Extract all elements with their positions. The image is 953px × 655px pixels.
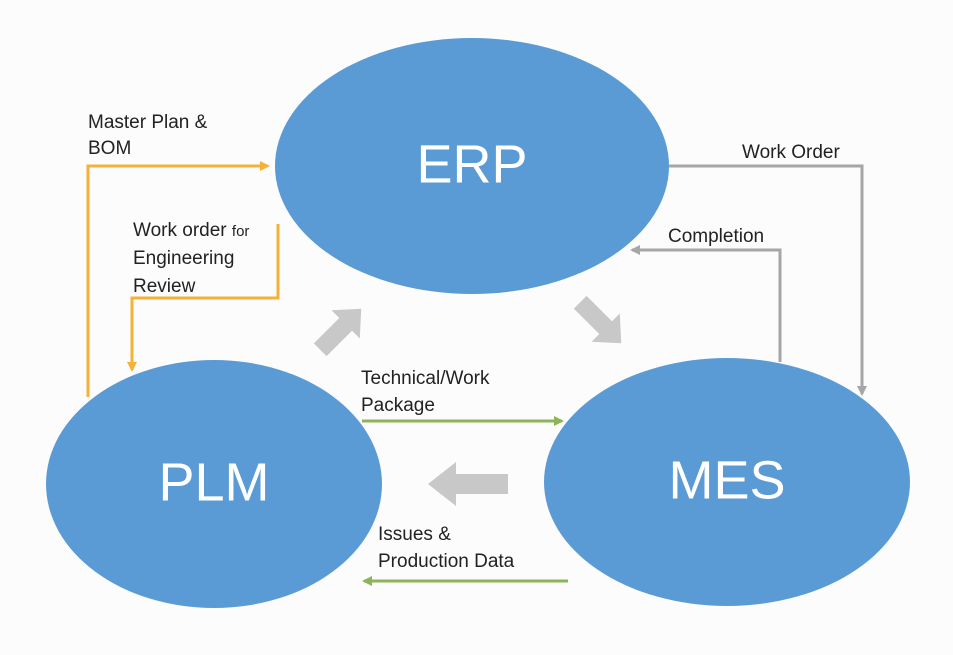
mes-label: MES: [668, 450, 785, 510]
work-order-review-label-line1: Work order for: [133, 220, 249, 241]
work-order-review-label-line2: Engineering: [133, 248, 234, 269]
block-arrow-plm-to-erp: [313, 308, 362, 357]
work-order-review-label-for: for: [232, 223, 250, 240]
erp-node: [275, 38, 669, 294]
work-order-review-connector: [127, 224, 280, 372]
erp-label: ERP: [416, 134, 527, 194]
master-plan-label-line2: BOM: [88, 138, 131, 159]
technical-package-label-line2: Package: [361, 395, 435, 416]
work-order-label: Work Order: [742, 142, 841, 163]
issues-data-label-line2: Production Data: [378, 551, 515, 572]
mes-node: [544, 358, 910, 606]
master-plan-label-line1: Master Plan &: [88, 112, 208, 133]
master-plan-connector: [86, 161, 270, 397]
issues-data-label-line1: Issues &: [378, 524, 451, 545]
plm-label: PLM: [158, 452, 269, 512]
technical-package-label-line1: Technical/Work: [361, 368, 490, 389]
work-order-connector: [669, 164, 867, 396]
completion-connector: [630, 245, 782, 362]
work-order-review-label-line3: Review: [133, 276, 196, 297]
block-arrow-mes-to-plm: [428, 462, 508, 506]
block-arrow-erp-to-mes: [573, 295, 622, 344]
plm-node: [46, 360, 382, 608]
completion-label: Completion: [668, 226, 764, 247]
